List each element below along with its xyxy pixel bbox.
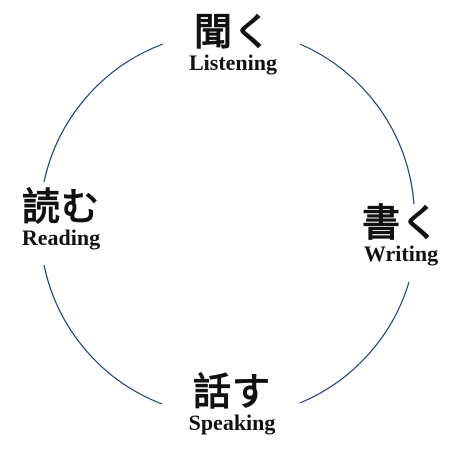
- node-reading-en: Reading: [21, 225, 101, 250]
- node-writing-jp: 書く: [361, 200, 440, 245]
- node-listening-jp: 聞く: [193, 9, 272, 54]
- node-reading-jp: 読む: [21, 184, 100, 229]
- node-reading: 読む Reading: [0, 187, 131, 249]
- node-speaking-jp: 話す: [192, 369, 271, 414]
- arc-writing-speaking: [299, 281, 410, 404]
- node-speaking: 話す Speaking: [162, 372, 302, 434]
- node-speaking-en: Speaking: [188, 410, 276, 435]
- node-writing: 書く Writing: [331, 203, 460, 265]
- arc-reading-listening: [43, 43, 164, 183]
- node-writing-en: Writing: [363, 241, 439, 266]
- node-listening-en: Listening: [188, 50, 278, 75]
- node-listening: 聞く Listening: [163, 12, 303, 74]
- arc-listening-writing: [299, 43, 415, 205]
- arc-speaking-reading: [43, 264, 163, 405]
